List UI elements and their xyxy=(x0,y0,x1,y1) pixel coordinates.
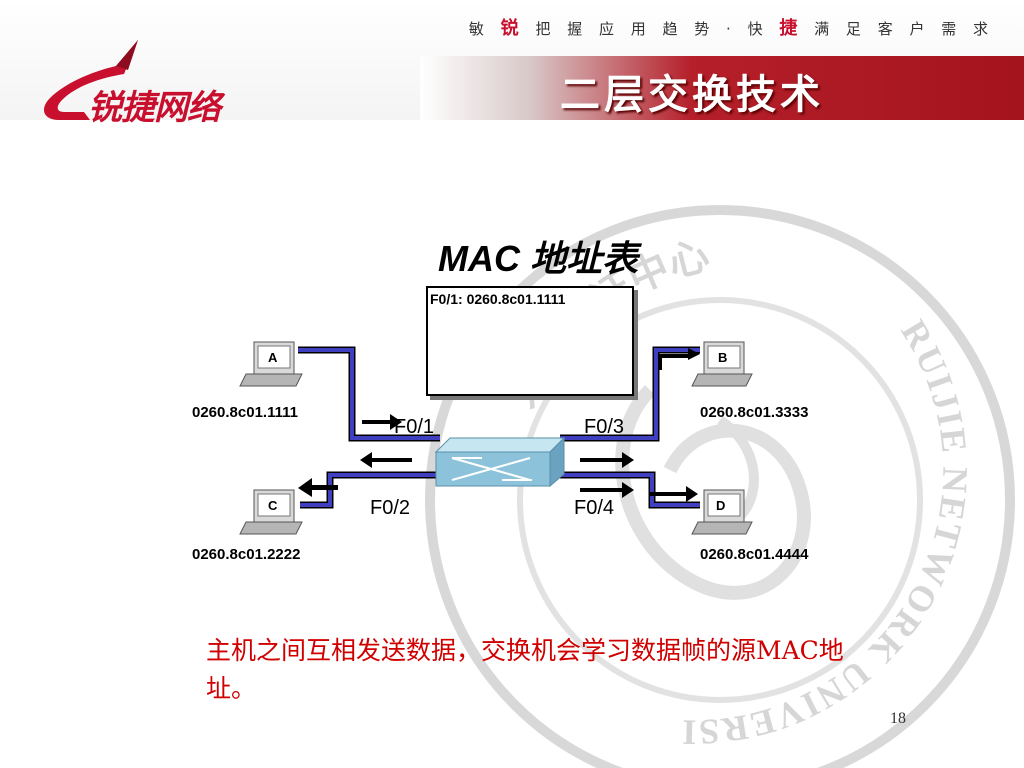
switch-icon xyxy=(434,436,566,488)
link-a-inner xyxy=(298,348,440,440)
slogan: 敏 锐 把 握 应 用 趋 势 · 快 捷 满 足 客 户 需 求 xyxy=(469,14,994,40)
arrow-right-icon xyxy=(650,486,698,502)
host-c-pc-icon xyxy=(239,489,303,535)
host-d-mac: 0260.8c01.4444 xyxy=(700,546,809,563)
page-number: 18 xyxy=(890,710,906,727)
host-c-mac: 0260.8c01.2222 xyxy=(192,546,301,563)
title-bar xyxy=(420,56,1024,120)
slogan-highlight: 锐 xyxy=(500,18,525,39)
host-b-mac: 0260.8c01.3333 xyxy=(700,404,809,421)
slide-title: 二层交换技术 xyxy=(560,72,824,118)
slogan-part: 把 握 应 用 趋 势 · 快 xyxy=(535,20,769,38)
port-f0-4: F0/4 xyxy=(574,497,615,519)
host-a-pc-icon xyxy=(239,341,303,387)
mac-table-entry: F0/1: 0260.8c01.1111 xyxy=(430,291,566,307)
host-d-label: D xyxy=(716,498,725,513)
mac-table-box xyxy=(426,286,634,396)
host-d-pc-icon xyxy=(691,489,753,535)
arrow-left-icon xyxy=(360,452,412,468)
arrow-right-icon xyxy=(658,348,700,370)
host-a-label: A xyxy=(268,350,278,365)
host-b-pc-icon xyxy=(691,341,753,387)
logo-text: 锐捷网络 xyxy=(88,88,221,128)
port-f0-3: F0/3 xyxy=(584,416,625,438)
host-a-mac: 0260.8c01.1111 xyxy=(192,404,298,421)
link-b xyxy=(560,346,700,442)
port-f0-1: F0/1 xyxy=(394,416,435,438)
host-c-label: C xyxy=(268,498,278,513)
link-b-inner xyxy=(560,348,700,440)
link-d-inner xyxy=(560,473,700,507)
port-f0-2: F0/2 xyxy=(370,497,411,519)
host-b-label: B xyxy=(718,350,727,365)
arrow-right-icon xyxy=(362,414,402,430)
mac-table-title: MAC 地址表 xyxy=(438,238,638,279)
arrow-right-icon xyxy=(580,482,634,498)
logo-swoosh-icon xyxy=(44,40,139,120)
slogan-part: 敏 xyxy=(468,20,490,38)
slogan-highlight: 捷 xyxy=(779,18,804,39)
slogan-part: 满 足 客 户 需 求 xyxy=(814,20,994,38)
arrow-left-icon xyxy=(298,478,338,497)
caption-text: 主机之间互相发送数据，交换机会学习数据帧的源MAC地址。 xyxy=(206,636,844,703)
arrow-right-icon xyxy=(580,452,634,468)
